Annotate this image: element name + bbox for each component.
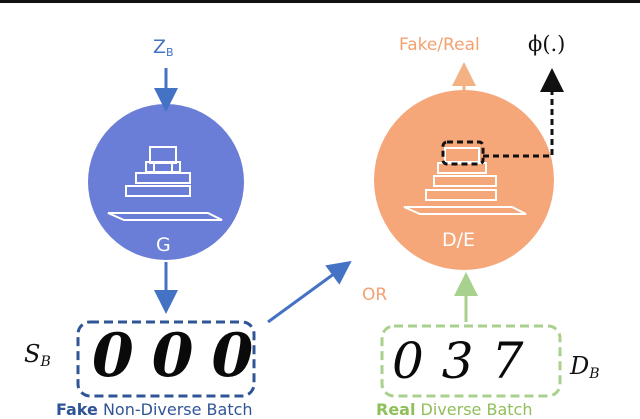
discriminator-circle: [374, 90, 554, 270]
discriminator-stack-icon: [403, 147, 527, 215]
fake-batch-symbol: SB: [24, 340, 51, 370]
generator-stack-icon: [107, 146, 223, 221]
real-batch-caption: Real Diverse Batch: [376, 400, 533, 419]
real-batch-symbol: DB: [570, 352, 600, 382]
generator-input-label: ZB: [153, 36, 174, 59]
real-batch-box: [380, 324, 562, 398]
top-rule: [0, 0, 640, 3]
real-batch-digits: 037: [392, 332, 542, 390]
generator-label: G: [156, 234, 171, 256]
feature-layer-box: [441, 140, 485, 166]
discriminator-output-label: Fake/Real: [399, 35, 480, 55]
or-label: OR: [362, 285, 388, 305]
fake-batch-digits: 000: [92, 321, 272, 391]
discriminator-label: D/E: [442, 229, 476, 251]
feature-function-label: ϕ(.): [528, 32, 566, 56]
fake-batch-caption: Fake Non-Diverse Batch: [56, 400, 253, 419]
fake-batch-box: [76, 320, 256, 398]
fake-batch-to-d-arrow: [267, 260, 352, 324]
feature-arrow: [483, 68, 564, 158]
